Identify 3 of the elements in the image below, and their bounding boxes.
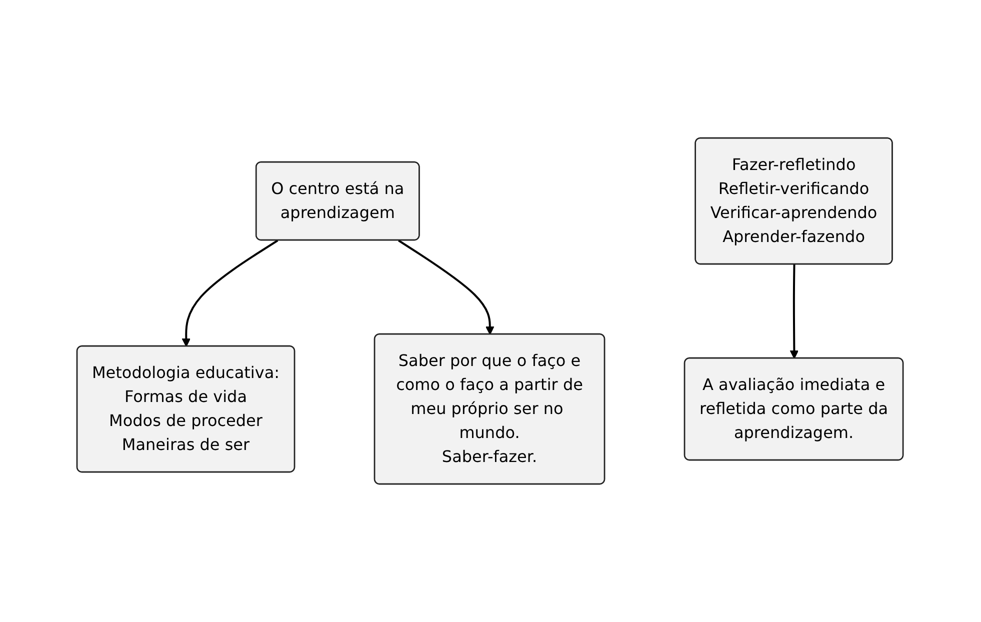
arrow: [398, 240, 495, 335]
arrow: [182, 240, 279, 347]
arrow: [790, 264, 800, 359]
